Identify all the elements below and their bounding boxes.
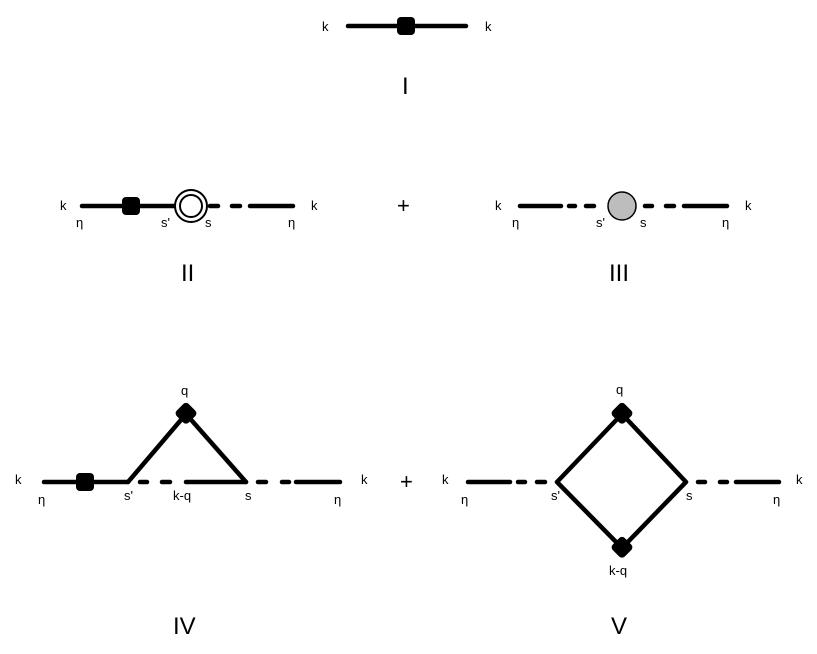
k-minus-q-label: k-q (173, 488, 191, 503)
eta-label-left: η (512, 215, 519, 230)
eta-label-right: η (773, 492, 780, 507)
s-label: s (686, 488, 693, 503)
momentum-label-right: k (361, 472, 368, 487)
s-label: s (640, 215, 647, 230)
diagram-ii: k k η η s' s II (60, 189, 318, 287)
momentum-label-left: k (15, 472, 22, 487)
momentum-label-left: k (322, 19, 329, 34)
triangle-edge-left (125, 411, 189, 485)
diagram-iii: k k η η s' s III (495, 191, 752, 287)
diagram-numeral: II (181, 260, 194, 287)
eta-label-right: η (288, 215, 295, 230)
eta-label-left: η (38, 492, 45, 507)
s-label: s (245, 488, 252, 503)
momentum-label-left: k (60, 198, 67, 213)
square-vertex (397, 17, 415, 35)
diamond-vertex-bottom (611, 536, 633, 558)
diamond-loop (554, 411, 689, 551)
plus-operator: + (397, 193, 410, 218)
momentum-label-right: k (485, 19, 492, 34)
momentum-label-left: k (442, 472, 449, 487)
momentum-label-left: k (495, 198, 502, 213)
diagram-numeral: V (611, 613, 627, 640)
q-label: q (616, 382, 623, 397)
eta-label-right: η (334, 492, 341, 507)
s-prime-label: s' (124, 488, 133, 503)
k-minus-q-label: k-q (609, 563, 627, 578)
momentum-label-right: k (745, 198, 752, 213)
shaded-circle-vertex (607, 191, 637, 221)
plus-operator: + (400, 469, 413, 494)
eta-label-left: η (76, 215, 83, 230)
s-label: s (205, 215, 212, 230)
s-prime-label: s' (551, 488, 560, 503)
square-vertex (76, 473, 94, 491)
diagram-numeral: III (609, 260, 629, 287)
diagram-v: k k η η s' s q k-q V (442, 382, 803, 640)
s-prime-label: s' (596, 215, 605, 230)
triangle-edge-right (183, 411, 249, 485)
s-prime-label: s' (161, 215, 170, 230)
square-vertex (122, 197, 140, 215)
momentum-label-right: k (796, 472, 803, 487)
diamond-vertex (175, 402, 197, 424)
diagram-numeral: I (402, 73, 409, 100)
diagram-i: k k I (322, 17, 492, 100)
q-label: q (181, 383, 188, 398)
eta-label-right: η (722, 215, 729, 230)
momentum-label-right: k (311, 198, 318, 213)
diamond-vertex-top (611, 402, 633, 424)
double-circle-vertex-inner (179, 194, 203, 218)
eta-label-left: η (461, 492, 468, 507)
diagram-numeral: IV (173, 613, 196, 640)
diagram-iv: k k η η s' s q k-q IV (15, 383, 368, 640)
